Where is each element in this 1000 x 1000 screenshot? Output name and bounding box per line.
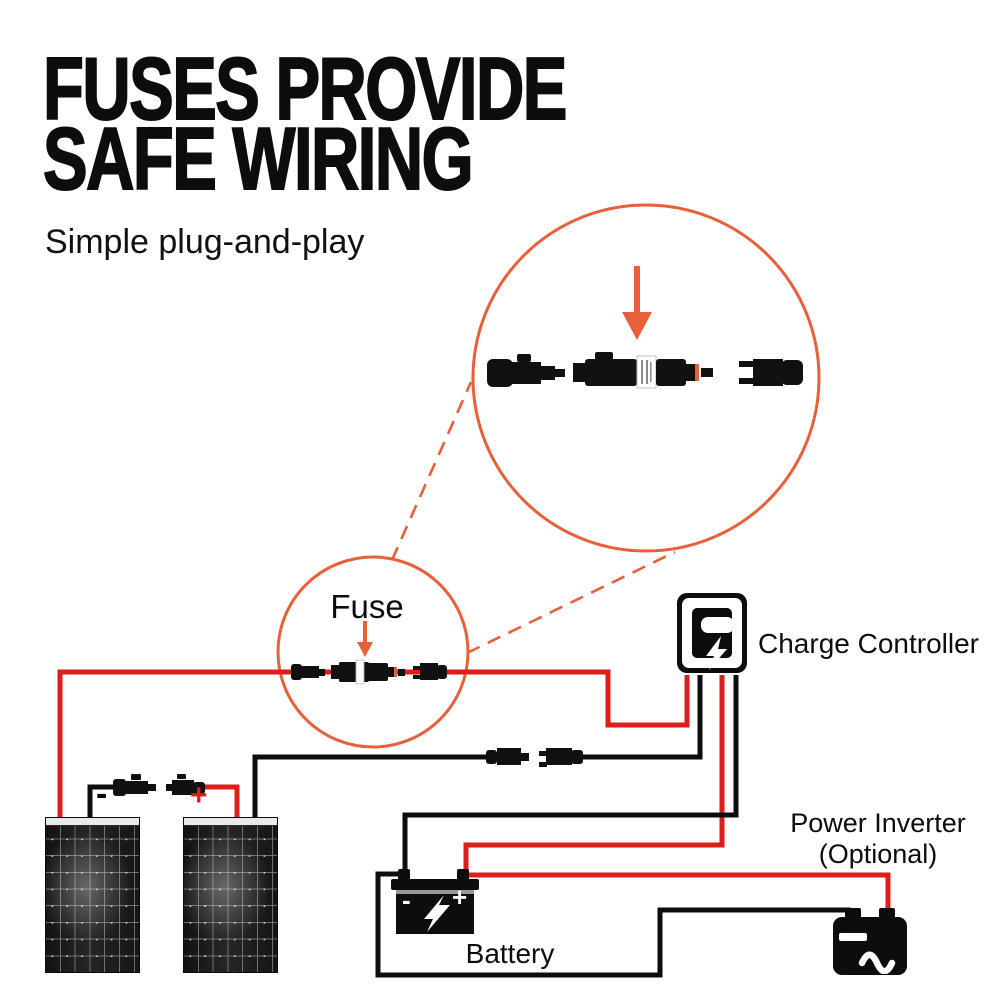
wire-panel2-negative-black-a xyxy=(252,754,492,817)
inline-fuse-holder-large xyxy=(573,352,713,389)
mc4-male-connector-link xyxy=(166,774,205,795)
battery-plus-sign: + xyxy=(452,882,468,912)
wire-controller-to-battery-red xyxy=(463,675,725,872)
zoom-circle-small xyxy=(276,555,470,749)
battery-cap xyxy=(391,879,479,890)
fuse-assembly-large xyxy=(487,352,803,389)
solar-panel-1 xyxy=(45,817,140,973)
zoom-circle-large xyxy=(471,203,821,553)
wire-panel1-negative-black xyxy=(87,784,120,817)
battery-negative-terminal xyxy=(398,869,410,881)
lightning-bolt-icon-controller xyxy=(706,636,727,670)
wire-panel1-positive-to-controller-red xyxy=(57,669,690,817)
mc4-female-connector-link xyxy=(113,774,156,796)
mc4-male-connector-negline xyxy=(539,748,583,767)
charge-controller-display xyxy=(701,617,734,633)
charge-controller-face xyxy=(682,598,742,670)
charge-controller xyxy=(677,593,747,673)
series-link-connector-pair xyxy=(113,774,205,796)
mc4-male-connector-large xyxy=(739,359,803,386)
negative-line-connector-pair xyxy=(486,748,583,767)
power-inverter-body xyxy=(833,917,907,975)
series-plus-label: + xyxy=(190,779,208,812)
fuse-callout-label: Fuse xyxy=(330,588,404,625)
battery-label: Battery xyxy=(465,938,555,969)
battery-strip xyxy=(396,890,474,894)
zoom-dashed-line-right xyxy=(466,550,676,655)
wire-serieslink-to-panel2-red xyxy=(203,784,240,817)
lightning-bolt-icon-battery-top xyxy=(424,895,450,932)
battery-positive-terminal xyxy=(457,869,469,881)
inverter-negative-terminal xyxy=(845,908,861,919)
power-inverter-label-line2: (Optional) xyxy=(818,839,938,869)
battery-minus-sign: - xyxy=(402,885,411,915)
wire-controller-to-battery-black xyxy=(402,675,739,872)
mc4-female-connector-negline xyxy=(486,748,529,765)
down-arrow-icon-large xyxy=(622,266,652,340)
charge-controller-screen-area xyxy=(692,608,734,670)
mc4-female-connector-small xyxy=(291,664,325,680)
fuse-assembly-small xyxy=(291,659,447,685)
title-line-1: FUSES PROVIDE xyxy=(42,39,568,138)
power-inverter-label: Power Inverter (Optional) xyxy=(783,808,973,870)
sine-wave-icon-top xyxy=(858,951,896,974)
mc4-female-connector-large xyxy=(487,354,565,387)
charge-controller-label: Charge Controller xyxy=(758,628,979,659)
zoom-dashed-line-left xyxy=(390,381,473,561)
subtitle: Simple plug-and-play xyxy=(45,223,365,261)
down-arrow-icon-small xyxy=(357,621,373,657)
mc4-male-connector-small xyxy=(413,663,447,680)
series-minus-label: - xyxy=(96,775,108,813)
solar-panel-2 xyxy=(183,817,278,973)
page-title: FUSES PROVIDE SAFE WIRING xyxy=(42,39,731,208)
inverter-positive-terminal xyxy=(879,908,895,919)
wire-panel2-negative-to-controller-black xyxy=(580,675,703,760)
power-inverter-label-line1: Power Inverter xyxy=(790,808,966,838)
title-line-2: SAFE WIRING xyxy=(42,109,474,208)
inline-fuse-holder-small xyxy=(331,659,405,685)
inverter-indicator-bar xyxy=(839,933,867,941)
wire-battery-to-inverter-red xyxy=(464,872,891,914)
